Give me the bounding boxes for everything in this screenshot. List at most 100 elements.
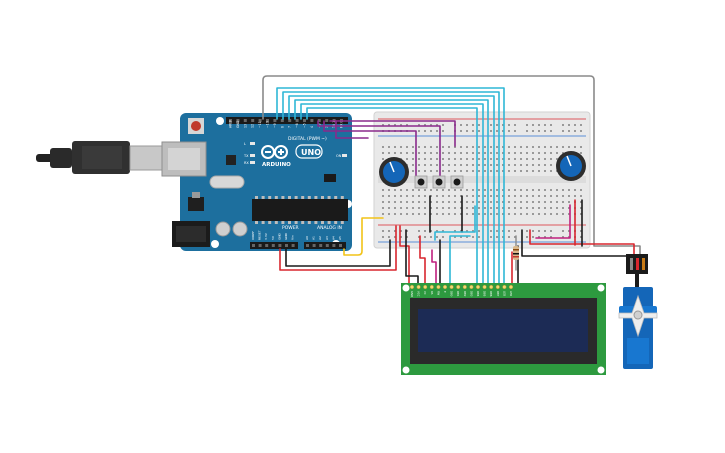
lcd-pin[interactable] <box>429 284 434 290</box>
digital-pin-hole[interactable] <box>229 119 232 122</box>
power-pin-hole[interactable] <box>258 244 262 247</box>
breadboard-hole <box>508 213 510 215</box>
usb-cable[interactable] <box>36 141 163 174</box>
lcd-pin[interactable] <box>495 284 500 290</box>
wire-red-lcd[interactable] <box>399 225 410 285</box>
lcd-pin[interactable] <box>475 284 481 290</box>
digital-pin-hole[interactable] <box>236 119 240 122</box>
digital-pin-hole[interactable] <box>317 119 321 122</box>
wire-cyan-data[interactable] <box>294 99 489 285</box>
power-pin-hole[interactable] <box>265 244 269 247</box>
digital-pin-hole[interactable] <box>266 119 269 122</box>
breadboard-hole <box>538 201 540 203</box>
lcd-pin[interactable] <box>469 284 474 290</box>
lcd-pin[interactable] <box>423 284 428 290</box>
analog-pin-hole[interactable] <box>325 244 329 247</box>
lcd-pin[interactable] <box>442 284 448 290</box>
wire-red-lcd-vcc[interactable] <box>419 235 426 285</box>
lcd-pin[interactable] <box>489 284 494 290</box>
potentiometer-left[interactable] <box>379 157 409 187</box>
breadboard-hole <box>466 146 468 148</box>
lcd-pin[interactable] <box>449 284 454 290</box>
lcd-pin[interactable] <box>436 284 441 290</box>
wire-cyan-data[interactable] <box>282 91 500 285</box>
wire-black-gnd[interactable] <box>285 239 391 267</box>
breadboard-hole <box>460 189 462 191</box>
wire-red-5v[interactable] <box>279 225 397 271</box>
servo-motor[interactable] <box>618 254 658 369</box>
breadboard-hole <box>394 207 396 209</box>
analog-pin-hole[interactable] <box>306 244 309 247</box>
digital-pin-hole[interactable] <box>295 119 299 122</box>
digital-pin-hole[interactable] <box>258 119 262 122</box>
breadboard-hole <box>382 236 384 238</box>
breadboard-hole <box>400 236 402 238</box>
analog-pin-hole[interactable] <box>312 244 316 247</box>
push-button[interactable] <box>432 175 446 189</box>
push-button[interactable] <box>450 175 464 189</box>
breadboard-hole <box>454 207 456 209</box>
lcd-pin[interactable] <box>482 284 487 290</box>
lcd-pin[interactable] <box>508 284 514 290</box>
digital-pin-hole[interactable] <box>243 119 247 122</box>
breadboard-hole <box>514 230 516 232</box>
breadboard-hole <box>436 170 438 172</box>
wire-magenta-pot[interactable] <box>431 249 437 285</box>
wire-purple-button[interactable] <box>317 120 441 177</box>
analog-pin-hole[interactable] <box>339 244 342 247</box>
lcd-pin-label: RW <box>436 291 440 296</box>
wire-purple-button[interactable] <box>323 120 417 177</box>
push-button[interactable] <box>414 175 428 189</box>
breadboard-hole <box>478 170 480 172</box>
wire-purple-button[interactable] <box>329 120 456 147</box>
digital-pin-hole[interactable] <box>303 119 306 122</box>
breadboard-hole <box>382 230 384 232</box>
lcd-pin[interactable] <box>456 284 461 290</box>
potentiometer-right[interactable] <box>556 151 586 181</box>
digital-pin-hole[interactable] <box>325 119 329 122</box>
breadboard-hole <box>448 189 450 191</box>
digital-pin-hole[interactable] <box>288 119 292 122</box>
wire-magenta-right[interactable] <box>535 204 571 239</box>
digital-pin-hole[interactable] <box>251 119 255 122</box>
wire-gray-top[interactable] <box>262 75 641 263</box>
breadboard-hole <box>532 146 534 148</box>
power-pin-hole[interactable] <box>278 244 282 247</box>
wire-cyan-rs[interactable] <box>434 205 476 241</box>
wire-purple-button[interactable] <box>335 120 369 139</box>
lcd-pin[interactable] <box>409 284 415 290</box>
breadboard-hole <box>544 164 546 166</box>
breadboard-hole <box>496 146 498 148</box>
breadboard-hole <box>472 152 474 154</box>
lcd-pin[interactable] <box>416 284 421 290</box>
chip-pin <box>268 196 272 199</box>
digital-pin-hole[interactable] <box>310 119 314 122</box>
wire-cyan-data[interactable] <box>276 87 505 285</box>
resistor[interactable] <box>513 235 519 271</box>
wire-cyan-e[interactable] <box>449 235 471 285</box>
power-pin-hole[interactable] <box>285 244 288 247</box>
breadboard-hole <box>532 236 534 238</box>
analog-pin-hole[interactable] <box>319 244 323 247</box>
analog-pin-hole[interactable] <box>332 244 336 247</box>
power-pin-hole[interactable] <box>252 244 255 247</box>
digital-pin-hole[interactable] <box>280 119 284 122</box>
lcd-pin[interactable] <box>462 284 467 290</box>
wire-cyan-data[interactable] <box>300 103 484 285</box>
wire-yellow-analog[interactable] <box>343 217 384 256</box>
breadboard-hole <box>496 164 498 166</box>
wire-black-lcd-gnd[interactable] <box>405 229 419 285</box>
lcd-pin[interactable] <box>502 284 507 290</box>
wire-cyan-data[interactable] <box>288 95 495 285</box>
wire-cyan-data[interactable] <box>306 107 478 285</box>
power-pin-hole[interactable] <box>271 244 275 247</box>
digital-pin-hole[interactable] <box>273 119 277 122</box>
breadboard-hole <box>424 158 426 160</box>
breadboard-hole <box>562 207 564 209</box>
breadboard-hole <box>514 201 516 203</box>
power-pin-hole[interactable] <box>291 244 295 247</box>
breadboard-hole <box>478 213 480 215</box>
